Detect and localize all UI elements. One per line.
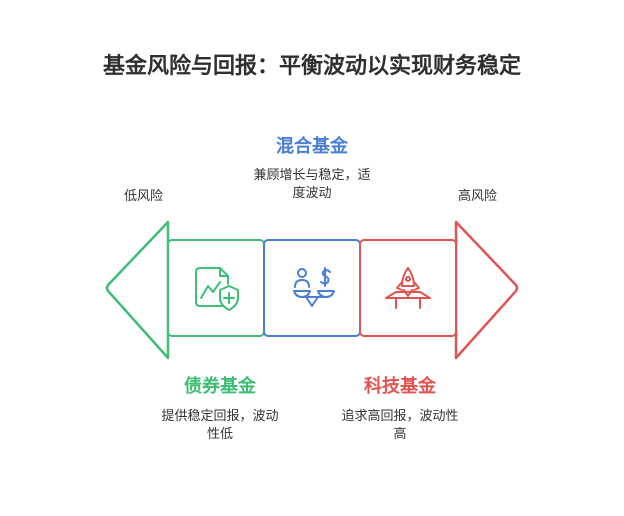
mixed-fund-description-line2: 度波动 (292, 186, 332, 201)
bond-fund-description-line2: 性低 (206, 427, 233, 442)
mixed-fund-box (263, 239, 361, 337)
bond-fund-heading: 债券基金 (184, 376, 256, 397)
tech-fund-heading: 科技基金 (364, 376, 436, 397)
tech-fund-description: 追求高回报，波动性 高 (324, 408, 476, 444)
high-risk-label: 高风险 (458, 189, 498, 204)
tech-fund-description-line1: 追求高回报，波动性 (341, 409, 459, 424)
page-title: 基金风险与回报：平衡波动以实现财务稳定 (102, 54, 521, 79)
mixed-fund-description: 兼顾增长与稳定，适 度波动 (232, 167, 392, 203)
mixed-fund-description-line1: 兼顾增长与稳定，适 (253, 168, 371, 183)
tech-fund-description-line2: 高 (393, 427, 407, 442)
bond-fund-description: 提供稳定回报，波动 性低 (144, 408, 296, 444)
balance-scale-person-dollar-icon (293, 267, 335, 307)
rocket-platform-icon (385, 267, 431, 309)
right-arrow-head (454, 220, 519, 360)
left-arrow-head (105, 220, 170, 360)
document-chart-shield-icon (195, 267, 239, 311)
low-risk-label: 低风险 (124, 189, 164, 204)
mixed-fund-heading: 混合基金 (276, 136, 348, 157)
tech-fund-box (359, 239, 457, 337)
bond-fund-description-line1: 提供稳定回报，波动 (161, 409, 279, 424)
